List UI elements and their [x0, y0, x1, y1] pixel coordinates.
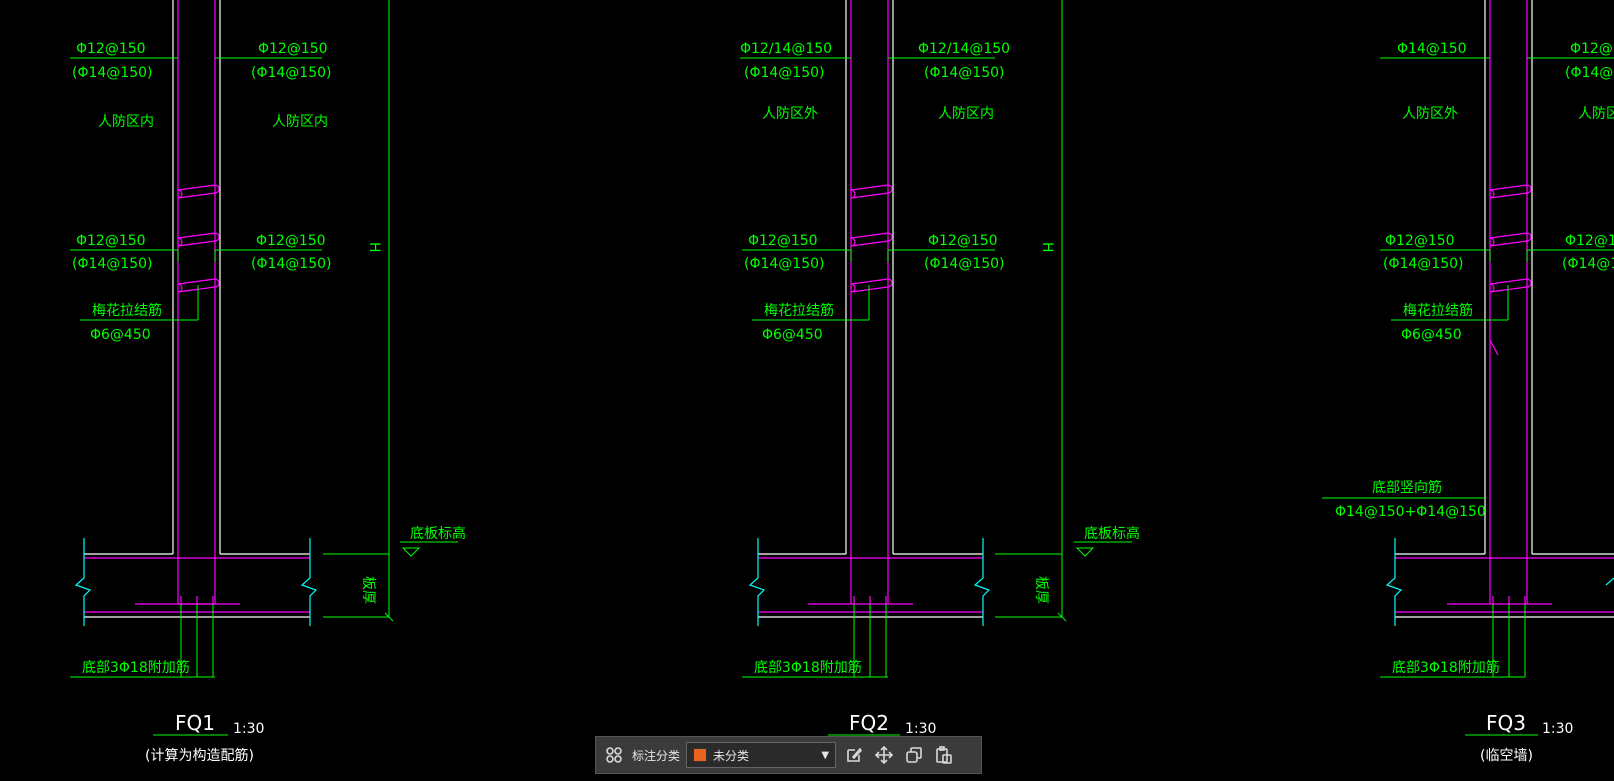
rebar-alt-upper-right: (Φ14@150) — [251, 65, 331, 81]
annotation-leaders — [70, 0, 458, 736]
tie-bar-spec: Φ6@450 — [90, 327, 151, 343]
rebar-alt-lower-left: (Φ14@150) — [1383, 256, 1463, 272]
bottom-bar-label: 底部3Φ18附加筋 — [1392, 659, 1500, 676]
annotation-leaders — [740, 0, 1132, 736]
zone-label-left: 人防区外 — [1402, 106, 1458, 122]
tie-bar-spec: Φ6@450 — [762, 327, 823, 343]
rebar-spec-lower-right: Φ12@150 — [256, 233, 326, 249]
wall-outline — [758, 0, 983, 618]
rebar-spec-upper-left: Φ14@150 — [1397, 41, 1467, 57]
detail-title-block: FQ2 1:30 — [849, 711, 936, 737]
rebar-alt-lower-right: (Φ14@15 — [1562, 256, 1614, 272]
height-mark: H — [366, 242, 382, 253]
detail-fq3: Φ14@150 Φ12@15 (Φ14@1 人防区外 人防区 Φ12@150 (… — [1322, 0, 1614, 764]
rebar-alt-lower-right: (Φ14@150) — [251, 256, 331, 272]
slab-level-label: 底板标高 — [410, 525, 466, 542]
detail-subtitle: (计算为构造配筋) — [145, 747, 254, 764]
bottom-bar-label: 底部3Φ18附加筋 — [82, 659, 190, 676]
detail-title-block: FQ1 1:30 (计算为构造配筋) — [145, 711, 264, 764]
rebar-alt-upper-left: (Φ14@150) — [72, 65, 152, 81]
slab-thickness-label: 板厚 — [1033, 576, 1049, 604]
rebar-spec-lower-left: Φ12@150 — [748, 233, 818, 249]
detail-title-block: FQ3 1:30 (临空墙) — [1480, 711, 1573, 764]
vertical-bar-spec: Φ14@150+Φ14@150 — [1335, 504, 1486, 520]
rebar-spec-lower-left: Φ12@150 — [76, 233, 146, 249]
detail-scale: 1:30 — [905, 721, 936, 737]
zone-label-left: 人防区内 — [98, 114, 154, 130]
category-select-value: 未分类 — [713, 748, 750, 763]
bottom-bar-label: 底部3Φ18附加筋 — [754, 659, 862, 676]
zone-label-right: 人防区内 — [938, 106, 994, 122]
detail-fq1: Φ12@150 (Φ14@150) Φ12@150 (Φ14@150) 人防区内… — [70, 0, 466, 764]
rebar-spec-upper-right: Φ12@15 — [1570, 41, 1614, 57]
rebar-alt-lower-right: (Φ14@150) — [924, 256, 1004, 272]
vertical-bar-label: 底部竖向筋 — [1372, 479, 1442, 496]
wall-outline — [1395, 0, 1614, 618]
slab-thickness-label: 板厚 — [360, 576, 376, 604]
rebar-spec-lower-right: Φ12@150 — [928, 233, 998, 249]
detail-scale: 1:30 — [1542, 721, 1573, 737]
annotation-texts: Φ12/14@150 (Φ14@150) Φ12/14@150 (Φ14@150… — [740, 41, 1140, 676]
zone-label-right: 人防区 — [1578, 106, 1614, 122]
wall-rebar — [1395, 0, 1614, 613]
detail-scale: 1:30 — [233, 721, 264, 737]
annotation-texts: Φ14@150 Φ12@15 (Φ14@1 人防区外 人防区 Φ12@150 (… — [1335, 41, 1614, 676]
tie-bar-label: 梅花拉结筋 — [764, 302, 834, 319]
edit-icon[interactable] — [842, 743, 866, 767]
detail-fq2: Φ12/14@150 (Φ14@150) Φ12/14@150 (Φ14@150… — [740, 0, 1140, 737]
detail-title: FQ2 — [849, 711, 889, 735]
zone-label-left: 人防区外 — [762, 106, 818, 122]
height-mark: H — [1039, 242, 1055, 253]
wall-rebar — [84, 0, 310, 613]
tie-bar-label: 梅花拉结筋 — [1403, 302, 1473, 319]
break-lines — [74, 538, 318, 626]
annotation-texts: Φ12@150 (Φ14@150) Φ12@150 (Φ14@150) 人防区内… — [72, 41, 466, 676]
rebar-spec-lower-right: Φ12@15 — [1565, 233, 1614, 249]
rebar-alt-lower-left: (Φ14@150) — [72, 256, 152, 272]
break-lines — [1385, 538, 1614, 626]
rebar-spec-upper-right: Φ12@150 — [258, 41, 328, 57]
annotation-leaders — [1322, 57, 1614, 736]
chevron-down-icon: ▼ — [821, 749, 830, 761]
slab-level-label: 底板标高 — [1084, 525, 1140, 542]
paste-icon[interactable] — [932, 743, 956, 767]
category-select[interactable]: 未分类 ▼ — [686, 742, 837, 768]
annotation-toolbar: 标注分类 未分类 ▼ — [595, 736, 982, 774]
rebar-alt-lower-left: (Φ14@150) — [744, 256, 824, 272]
detail-subtitle: (临空墙) — [1480, 748, 1533, 764]
copy-icon[interactable] — [902, 743, 926, 767]
rebar-spec-upper-left: Φ12@150 — [76, 41, 146, 57]
category-color-swatch — [693, 748, 708, 762]
rebar-spec-upper-right: Φ12/14@150 — [918, 41, 1010, 57]
rebar-spec-upper-left: Φ12/14@150 — [740, 41, 832, 57]
move-icon[interactable] — [872, 743, 896, 767]
tie-bar-spec: Φ6@450 — [1401, 327, 1462, 343]
tie-bar-label: 梅花拉结筋 — [92, 302, 162, 319]
rebar-spec-lower-left: Φ12@150 — [1385, 233, 1455, 249]
detail-title: FQ1 — [175, 711, 215, 735]
rebar-alt-upper-right: (Φ14@150) — [924, 65, 1004, 81]
category-label: 标注分类 — [632, 748, 681, 763]
break-lines — [748, 538, 991, 626]
grid-icon[interactable] — [602, 743, 626, 767]
rebar-alt-upper-left: (Φ14@150) — [744, 65, 824, 81]
rebar-alt-upper-right: (Φ14@1 — [1565, 65, 1614, 81]
zone-label-right: 人防区内 — [272, 114, 328, 130]
detail-title: FQ3 — [1486, 711, 1526, 735]
